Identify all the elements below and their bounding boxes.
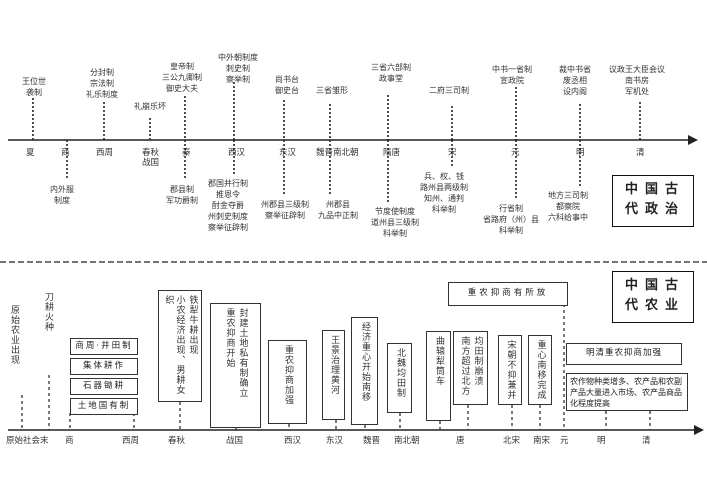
primitive-agriculture-text: 原始农业出现 [9,305,19,365]
era-label: 商 [65,436,74,446]
era-label: 战国 [226,436,244,446]
politics-below-note: 州郡县三级制 察举征辟制 [261,200,309,220]
agri-event-text: 曲辕犁筒车 [434,336,444,386]
politics-above-note: 二府三司制 [429,86,469,95]
agri-event-text: 重心南移完成 [535,340,546,400]
era-label: 春秋 战国 [142,148,160,168]
politics-below-note: 兵、权、钱 路州县两级制 知州、通判 科举制 [420,172,468,214]
era-label: 元 [511,148,520,158]
agri-event-text: 南方超过北方 [459,336,470,396]
era-label: 北宋 [503,436,521,446]
politics-above-note: 中外朝制度 刺史制 察举制 [218,53,258,84]
politics-title: 中国古 代政治 [612,175,694,227]
era-label: 西汉 [228,148,246,158]
era-label: 隋唐 [383,148,401,158]
politics-below-note: 郡县制 军功爵制 [166,185,198,205]
agri-event-text: 重农抑商开始 [224,308,235,368]
politics-below-note: 节度使制度 道州县三级制 科举制 [371,207,419,238]
politics-below-note: 郡国并行制 推恩令 酎金夺爵 州刺史制度 察举征辟制 [208,179,248,232]
agriculture-title: 中国古 代农业 [612,271,694,323]
warring-states-box: 封建土地私有制确立 重农抑商开始 [210,303,261,428]
politics-below-note: 行省制 省路府（州）县 科举制 [483,204,539,235]
politics-above-note: 王位世 袭制 [22,77,46,97]
politics-above-note: 礼崩乐坏 [134,102,166,111]
tang-equal-field-box: 均田制崩溃 南方超过北方 [453,331,488,405]
politics-above-note: 三省雏形 [316,86,348,95]
politics-above-note: 分封制 宗法制 礼乐制度 [86,68,118,99]
relaxed-policy-label: 重农抑商有所放 [467,288,549,298]
agri-event-text: 重农抑商加强 [283,345,293,405]
spring-autumn-box: 铁犁牛耕出现 小农经济出现、男耕女织 [158,290,202,402]
era-label: 南北朝 [394,436,420,446]
era-label: 西周 [122,436,140,446]
era-label: 魏晋南北朝 [316,148,359,158]
era-label: 西汉 [284,436,302,446]
era-label: 南宋 [533,436,551,446]
agri-event-text: 铁犁牛耕出现 [187,295,198,355]
politics-above-note: 三省六部制 政事堂 [371,63,411,83]
politics-above-note: 裁中书省 废丞相 设内阁 [559,65,591,96]
zhou-row: 商周·井田制 [70,338,138,355]
politics-above-note: 皇帝制 三公九卿制 御史大夫 [162,62,202,93]
zhou-row: 石器锄耕 [70,378,138,395]
era-label: 西周 [96,148,114,158]
agri-event-text: 封建土地私有制确立 [237,308,248,398]
zhou-row: 土地国有制 [70,398,138,415]
slash-and-burn-text: 刀耕火种 [43,292,53,332]
southern-song-box: 重心南移完成 [528,335,552,405]
era-label: 明 [576,148,585,158]
western-han-box: 重农抑商加强 [268,340,307,424]
agri-event-text: 王景治理黄河 [329,335,339,395]
agri-event-text: 北魏均田制 [395,348,405,398]
era-label: 商 [61,148,70,158]
era-label: 清 [642,436,651,446]
agri-event-text: 宋朝不抑兼并 [505,340,516,400]
agri-event-text: 小农经济出现、男耕女织 [163,295,185,395]
era-label: 原始社会末 [6,436,49,446]
agri-event-text: 均田制崩溃 [472,336,483,386]
agriculture-title-line1: 中国古 [624,278,685,293]
northern-song-box: 宋朝不抑兼并 [498,335,522,405]
wei-jin-box: 经济重心开始南移 [351,317,378,425]
zhou-row: 集体耕作 [70,358,138,375]
era-label: 宋 [448,148,457,158]
eastern-han-box: 王景治理黄河 [322,330,345,420]
politics-above-note: 议政王大臣会议 南书房 军机处 [609,65,665,96]
relaxed-policy-frame: 重农抑商有所放 [448,282,568,306]
politics-below-note: 地方三司制 都察院 六科给事中 [548,191,588,222]
ming-qing-strengthen-text: 明清重农抑商加强 [585,348,662,358]
era-label: 魏晋 [363,436,381,446]
era-label: 清 [636,148,645,158]
ming-qing-commerce-box: 农作物种类增多、农产品和农副产品大量进入市场、农产品商品化程度提高 [566,373,688,411]
politics-below-note: 州郡县 九品中正制 [318,200,358,220]
agriculture-title-line2: 代农业 [624,298,685,313]
era-label: 秦 [182,148,191,158]
agri-event-text: 经济重心开始南移 [360,322,370,402]
tang-plough-box: 曲辕犁筒车 [426,331,451,421]
era-label: 夏 [26,148,35,158]
era-label: 东汉 [279,148,297,158]
era-label: 春秋 [168,436,186,446]
politics-title-line2: 代政治 [624,202,685,217]
politics-above-note: 尚书台 御史台 [275,75,299,95]
politics-above-note: 中书一省制 宣政院 [492,65,532,85]
northern-dynasties-box: 北魏均田制 [387,343,412,413]
politics-title-line1: 中国古 [624,182,685,197]
era-label: 唐 [456,436,465,446]
ming-qing-strengthen-box: 明清重农抑商加强 [566,343,682,365]
era-label: 明 [597,436,606,446]
politics-below-note: 内外服 制度 [50,185,74,205]
ming-qing-commerce-text: 农作物种类增多、农产品和农副产品大量进入市场、农产品商品化程度提高 [570,377,682,408]
era-label: 元 [560,436,569,446]
era-label: 东汉 [326,436,344,446]
